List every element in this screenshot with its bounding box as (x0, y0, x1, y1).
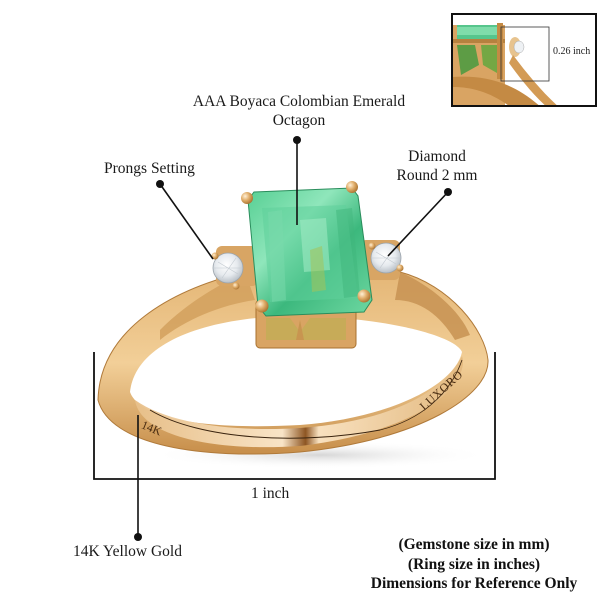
prong (346, 181, 358, 193)
note-reference-only: Dimensions for Reference Only (370, 575, 578, 592)
diamond-label-line1: Diamond (408, 148, 466, 165)
prongs-callout-label: Prongs Setting (104, 160, 195, 177)
reference-notes: (Gemstone size in mm) (Ring size in inch… (348, 535, 600, 594)
prong (357, 289, 371, 303)
prong (255, 299, 269, 313)
ring-inner-opening (130, 316, 462, 427)
emerald-callout-label: AAA Boyaca Colombian Emerald Octagon (172, 92, 426, 130)
ring-inner-surface (135, 356, 463, 448)
width-dimension-label: 1 inch (251, 485, 290, 502)
diamond-label-line2: Round 2 mm (396, 167, 478, 184)
prong (241, 192, 253, 204)
height-dimension-label: 0.26 inch (553, 46, 591, 57)
emerald-label-line1: AAA Boyaca Colombian Emerald (192, 93, 406, 110)
inset-ring-closeup (453, 23, 557, 105)
metal-callout-label: 14K Yellow Gold (73, 543, 182, 560)
note-ring-size: (Ring size in inches) (407, 555, 541, 573)
emerald-label-line2: Octagon (272, 112, 326, 129)
height-detail-inset: 0.26 inch (451, 13, 597, 107)
diamond-callout-label: Diamond Round 2 mm (374, 147, 500, 185)
callout-lines (134, 136, 452, 541)
dimension-bracket (93, 352, 496, 480)
note-gemstone-size: (Gemstone size in mm) (398, 536, 550, 553)
